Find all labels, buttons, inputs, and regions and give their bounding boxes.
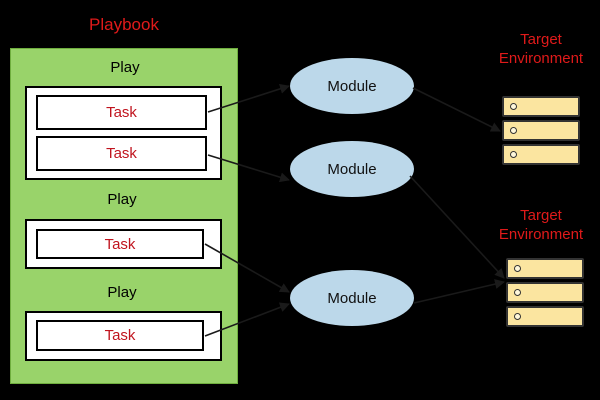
server-led-icon: [514, 265, 521, 272]
play-label-1: Play: [110, 59, 140, 76]
server-1-3: [502, 144, 580, 165]
server-led-icon: [514, 289, 521, 296]
server-2-3: [506, 306, 584, 327]
target-label-2-line1: Target: [520, 207, 562, 224]
task-3: Task: [36, 229, 204, 259]
server-led-icon: [510, 151, 517, 158]
playbook-title: Playbook: [89, 15, 159, 34]
target-environment-label-1: Target Environment: [481, 30, 600, 68]
task-1: Task: [36, 95, 207, 130]
arrow-module3-target2: [413, 279, 505, 304]
task-2: Task: [36, 136, 207, 171]
server-led-icon: [510, 127, 517, 134]
server-1-1: [502, 96, 580, 117]
server-2-2: [506, 282, 584, 303]
module-3: Module: [290, 270, 414, 326]
task-4: Task: [36, 320, 204, 351]
server-led-icon: [510, 103, 517, 110]
play-label-3: Play: [107, 284, 137, 301]
module-2: Module: [290, 141, 414, 197]
server-1-2: [502, 120, 580, 141]
arrow-task4-module3: [204, 302, 290, 337]
arrow-task1-module1: [207, 83, 290, 113]
play-label-2: Play: [107, 191, 137, 208]
arrow-module1-target1: [412, 87, 501, 132]
arrow-module2-target2: [409, 175, 505, 279]
arrow-task3-module3: [204, 243, 290, 293]
server-led-icon: [514, 313, 521, 320]
server-2-1: [506, 258, 584, 279]
module-1: Module: [290, 58, 414, 114]
arrow-task2-module2: [207, 154, 290, 183]
target-label-1-line1: Target: [520, 31, 562, 48]
target-environment-label-2: Target Environment: [481, 206, 600, 244]
target-label-2-line2: Environment: [498, 226, 584, 243]
target-label-1-line2: Environment: [498, 50, 584, 67]
